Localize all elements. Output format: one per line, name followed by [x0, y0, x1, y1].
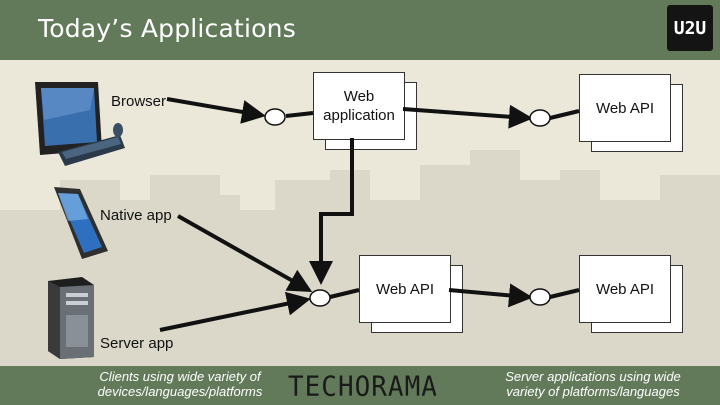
mid-api-input-line	[329, 288, 360, 299]
footer-bar	[0, 366, 720, 405]
top-api-input-port	[529, 109, 551, 127]
native-app-arrow	[177, 214, 313, 292]
footer-right-caption: Server applications using wide variety o…	[505, 369, 681, 399]
footer-left-caption: Clients using wide variety of devices/la…	[97, 369, 263, 399]
right-api-input-line	[549, 288, 580, 299]
techorama-logo: TECHORAMA	[288, 371, 438, 403]
web-app-to-api-arrow	[402, 104, 533, 129]
web-api-right-box-label: Web API	[595, 280, 655, 298]
web-app-down-arrow	[309, 138, 354, 285]
right-api-input-port	[529, 288, 551, 306]
browser-arrow	[166, 97, 266, 124]
mid-api-input-port	[309, 289, 331, 307]
web-app-input-line	[285, 111, 314, 118]
web-api-top-box-label: Web API	[595, 99, 655, 117]
server-app-label: Server app	[100, 335, 174, 352]
u2u-logo: U2U	[667, 5, 713, 51]
browser-label: Browser	[111, 93, 167, 110]
web-api-top-box: Web API	[579, 74, 671, 142]
web-api-mid-box: Web API	[359, 255, 451, 323]
web-application-box: Web application	[313, 72, 405, 140]
desktop-computer-icon	[35, 82, 125, 166]
mid-to-right-api-arrow	[448, 283, 533, 308]
web-application-box-label: Web application	[323, 88, 395, 124]
server-app-arrow	[159, 291, 311, 332]
top-api-input-line	[549, 109, 580, 120]
web-api-mid-box-label: Web API	[375, 280, 435, 298]
page-title: Today’s Applications	[38, 14, 296, 43]
smartphone-icon	[54, 187, 108, 259]
server-tower-icon	[48, 277, 94, 359]
web-api-right-box: Web API	[579, 255, 671, 323]
web-app-input-port	[264, 108, 286, 126]
native-app-label: Native app	[100, 207, 172, 224]
header-bar	[0, 0, 720, 60]
